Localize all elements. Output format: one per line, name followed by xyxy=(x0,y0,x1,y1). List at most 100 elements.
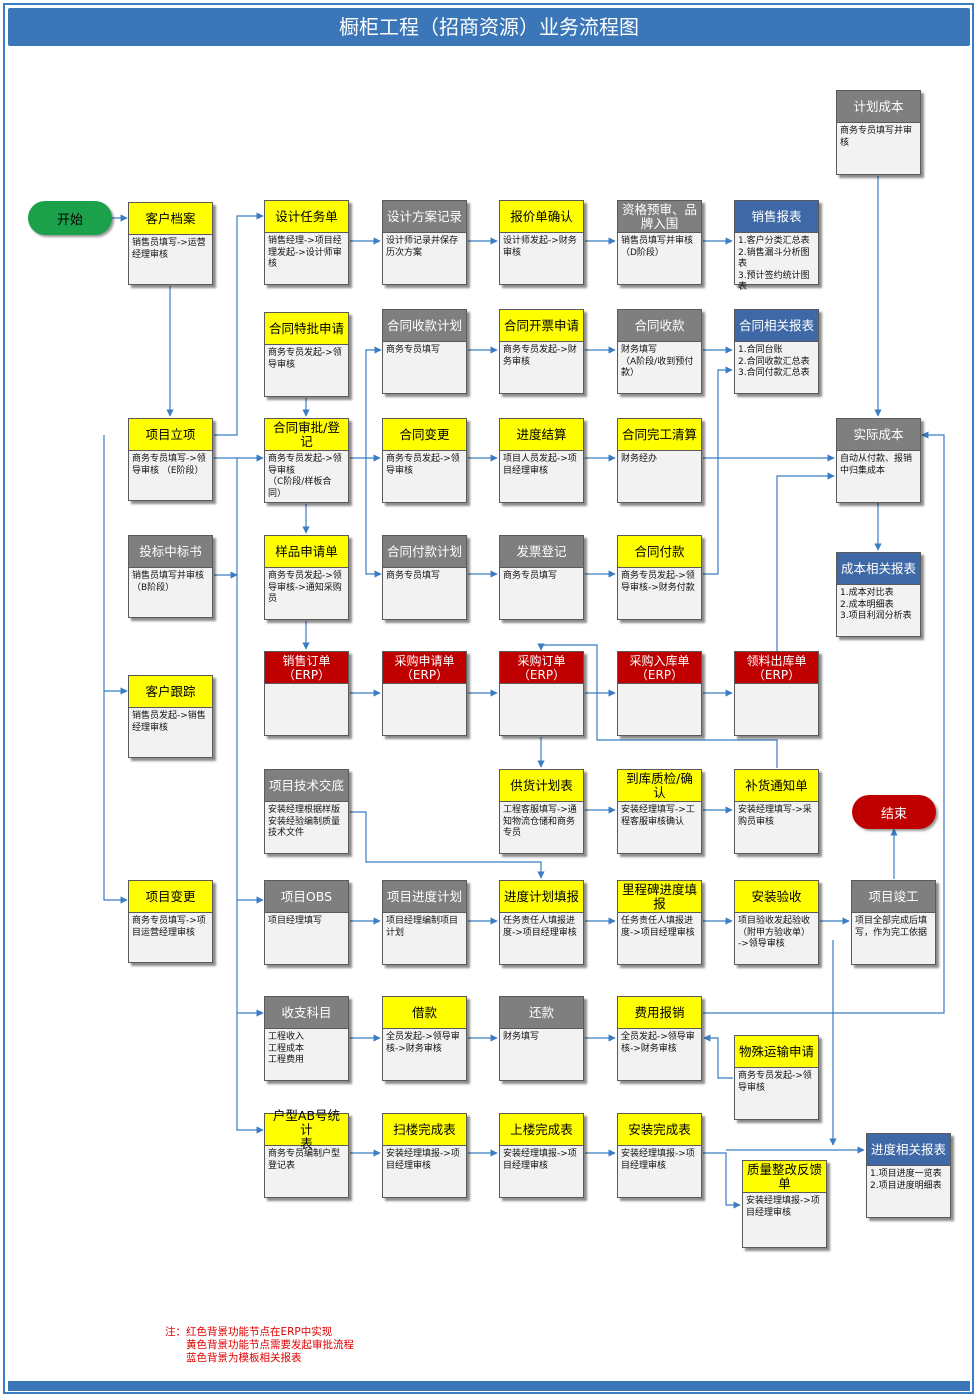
node-httpsq[interactable]: 合同特批申请商务专员发起->领 导审核 xyxy=(264,312,349,397)
node-ghjhb[interactable]: 供货计划表工程客服填写->通 知物流仓储和商务 专员 xyxy=(499,769,584,854)
node-hk[interactable]: 还款财务填写 xyxy=(499,996,584,1081)
node-khgz[interactable]: 客户跟踪销售员发起->销售 经理审核 xyxy=(128,675,213,758)
node-body: 任务责任人填报进 度->项目经理审核 xyxy=(503,916,577,938)
legend-note: 注：红色背景功能节点在ERP中实现 黄色背景功能节点需要发起审批流程 蓝色背景为… xyxy=(165,1326,354,1365)
node-body: 1.成本对比表 2.成本明细表 3.项目利润分析表 xyxy=(840,588,912,621)
node-body xyxy=(618,684,701,687)
node-zlzgfk[interactable]: 质量整改反馈 单安装经理填报->项 目经理审核 xyxy=(742,1160,827,1248)
node-bjdqr[interactable]: 报价单确认设计师发起->财务 审核 xyxy=(499,200,584,285)
node-body: 商务专员填写 xyxy=(503,571,558,581)
node-fybx[interactable]: 费用报销全员发起->领导审 核->财务审核 xyxy=(617,996,702,1081)
node-azys[interactable]: 安装验收项目验收发起验收 （附甲方验收单） ->领导审核 xyxy=(734,880,819,965)
node-ypsqd[interactable]: 样品申请单商务专员发起->领 导审核->通知采购 员 xyxy=(264,535,349,620)
node-cgsqd[interactable]: 采购申请单 （ERP） xyxy=(382,651,467,736)
node-jhcb[interactable]: 计划成本商务专员填写并审 核 xyxy=(836,90,921,175)
node-htbg[interactable]: 合同变更商务专员发起->领 导审核 xyxy=(382,418,467,503)
node-body: 财务经办 xyxy=(621,454,658,464)
node-htwgqs[interactable]: 合同完工清算财务经办 xyxy=(617,418,702,503)
node-title: 合同相关报表 xyxy=(735,310,818,342)
node-body: 财务填写 xyxy=(503,1032,540,1042)
node-jdjhtb[interactable]: 进度计划填报任务责任人填报进 度->项目经理审核 xyxy=(499,880,584,965)
node-cgdd[interactable]: 采购订单 （ERP） xyxy=(499,651,584,736)
connector-arrow xyxy=(365,458,382,578)
node-tbzbs[interactable]: 投标中标书销售员填写并审核 （B阶段） xyxy=(128,535,213,618)
node-title: 扫楼完成表 xyxy=(383,1114,466,1146)
node-title: 采购申请单 （ERP） xyxy=(383,652,466,684)
node-sjfajl[interactable]: 设计方案记录设计师记录并保存 历次方案 xyxy=(382,200,467,285)
node-htskjh[interactable]: 合同收款计划商务专员填写 xyxy=(382,309,467,394)
node-title: 合同付款 xyxy=(618,536,701,568)
note-line-red: 注：红色背景功能节点在ERP中实现 xyxy=(165,1326,333,1338)
node-bhtzd[interactable]: 补货通知单安装经理填写->采 购员审核 xyxy=(734,769,819,854)
node-title: 费用报销 xyxy=(618,997,701,1029)
end-terminal[interactable]: 结束 xyxy=(852,795,936,829)
start-terminal[interactable]: 开始 xyxy=(28,201,112,235)
node-title: 领料出库单 （ERP） xyxy=(735,652,818,684)
connector-arrow xyxy=(537,643,778,768)
node-body: 商务专员发起->领 导审核->通知采购 员 xyxy=(268,571,342,604)
node-body: 1.项目进度一览表 2.项目进度明细表 xyxy=(870,1169,942,1191)
connector-arrow xyxy=(776,472,835,651)
node-title: 项目立项 xyxy=(129,419,212,451)
node-xmjsjd[interactable]: 项目技术交底安装经理根据样版 安装经验编制质量 技术文件 xyxy=(264,769,349,854)
node-body: 安装经理填报->项 目经理审核 xyxy=(746,1196,820,1218)
node-jdjs[interactable]: 进度结算项目人员发起->项 目经理审核 xyxy=(499,418,584,503)
node-wsyssq[interactable]: 物殊运输申请商务专员发起->领 导审核 xyxy=(734,1035,819,1120)
node-htspdj[interactable]: 合同审批/登记商务专员发起->领 导审核 （C阶段/样板合 同） xyxy=(264,418,349,503)
node-xmjdjh[interactable]: 项目进度计划项目经理编制项目 计划 xyxy=(382,880,467,965)
node-szkm[interactable]: 收支科目工程收入 工程成本 工程费用 xyxy=(264,996,349,1081)
node-xmbg[interactable]: 项目变更商务专员填写->项 目运营经理审核 xyxy=(128,880,213,963)
node-zgys[interactable]: 资格预审、品 牌入围销售员填写并审核 （D阶段） xyxy=(617,200,702,285)
node-title: 物殊运输申请 xyxy=(735,1036,818,1068)
node-jk[interactable]: 借款全员发起->领导审 核->财务审核 xyxy=(382,996,467,1081)
node-xsdd[interactable]: 销售订单 （ERP） xyxy=(264,651,349,736)
node-body: 商务专员发起->领 导审核->财务付款 xyxy=(621,571,695,593)
node-azwcb[interactable]: 安装完成表安装经理填报->项 目经理审核 xyxy=(617,1113,702,1198)
node-fpdj[interactable]: 发票登记商务专员填写 xyxy=(499,535,584,620)
node-title: 成本相关报表 xyxy=(837,553,920,585)
node-body: 安装经理填报->项 目经理审核 xyxy=(503,1149,577,1171)
node-body: 商务专员发起->领 导审核 xyxy=(738,1071,812,1093)
node-body: 商务专员填写->项 目运营经理审核 xyxy=(132,916,206,938)
node-body: 商务专员填写 xyxy=(386,345,441,355)
node-llckd[interactable]: 领料出库单 （ERP） xyxy=(734,651,819,736)
node-htfk[interactable]: 合同付款商务专员发起->领 导审核->财务付款 xyxy=(617,535,702,620)
node-body xyxy=(265,684,348,687)
node-htfkjh[interactable]: 合同付款计划商务专员填写 xyxy=(382,535,467,620)
node-htkpsq[interactable]: 合同开票申请商务专员发起->财 务审核 xyxy=(499,309,584,394)
node-body: 销售经理->项目经 理发起->设计师审 核 xyxy=(268,236,342,269)
node-title: 合同收款计划 xyxy=(383,310,466,342)
node-body: 项目全部完成后填 写，作为完工依据 xyxy=(855,916,928,938)
node-body: 全员发起->领导审 核->财务审核 xyxy=(386,1032,460,1054)
node-sjrwd[interactable]: 设计任务单销售经理->项目经 理发起->设计师审 核 xyxy=(264,200,349,285)
node-sgwcb[interactable]: 扫楼完成表安装经理填报->项 目经理审核 xyxy=(382,1113,467,1198)
node-xmlx[interactable]: 项目立项商务专员填写->领 导审核 （E阶段） xyxy=(128,418,213,501)
node-title: 项目变更 xyxy=(129,881,212,913)
node-title: 销售报表 xyxy=(735,201,818,233)
node-title: 合同开票申请 xyxy=(500,310,583,342)
node-htsk[interactable]: 合同收款财务填写 （A阶段/收到预付 款） xyxy=(617,309,702,394)
node-body: 全员发起->领导审 核->财务审核 xyxy=(621,1032,695,1054)
connector-arrow xyxy=(350,811,545,879)
node-body: 安装经理根据样版 安装经验编制质量 技术文件 xyxy=(268,805,341,838)
node-jdxgbb[interactable]: 进度相关报表 1.项目进度一览表 2.项目进度明细表 xyxy=(866,1133,951,1218)
node-dkzj[interactable]: 到库质检/确认安装经理填写->工 程客服审核确认 xyxy=(617,769,702,854)
node-title: 安装完成表 xyxy=(618,1114,701,1146)
node-khda[interactable]: 客户档案销售员填写->运营 经理审核 xyxy=(128,202,213,285)
node-title: 进度相关报表 xyxy=(867,1134,950,1166)
node-slwcb[interactable]: 上楼完成表安装经理填报->项 目经理审核 xyxy=(499,1113,584,1198)
node-body: 商务专员填写并审 核 xyxy=(840,126,913,148)
connector-arrow xyxy=(236,458,264,1134)
node-lcbjdtb[interactable]: 里程碑进度填 报任务责任人填报进 度->项目经理审核 xyxy=(617,880,702,965)
node-cgrkd[interactable]: 采购入库单 （ERP） xyxy=(617,651,702,736)
node-body xyxy=(500,684,583,687)
node-title: 客户档案 xyxy=(129,203,212,235)
node-sjcb[interactable]: 实际成本自动从付款、报销 中归集成本 xyxy=(836,418,921,503)
node-hxab[interactable]: 户型AB号统计 表商务专员编制户型 登记表 xyxy=(264,1108,349,1198)
node-xmjg[interactable]: 项目竣工项目全部完成后填 写，作为完工依据 xyxy=(851,880,936,965)
footer-bar xyxy=(8,1381,970,1391)
